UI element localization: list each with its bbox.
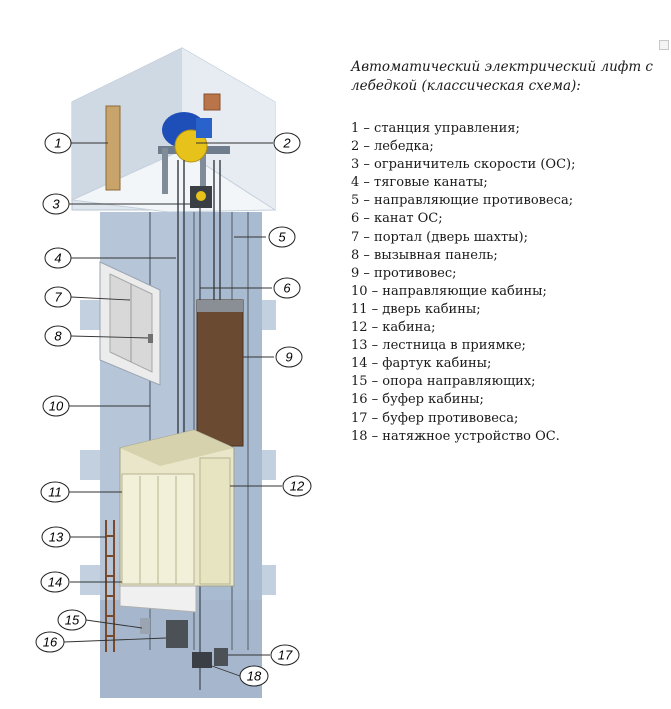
legend-item: 14 – фартук кабины; (351, 356, 492, 372)
winch (158, 112, 230, 194)
legend-item: 2 – лебедка; (351, 139, 434, 155)
legend-item: 15 – опора направляющих; (351, 374, 536, 390)
callout-9-label: 9 (285, 350, 292, 365)
callout-15-label: 15 (65, 613, 80, 628)
legend-item: 8 – вызывная панель; (351, 247, 498, 263)
callout-8-label: 8 (54, 329, 62, 344)
cabin-apron (119, 585, 197, 613)
rail-support (140, 618, 150, 634)
legend-item: 12 – кабина; (351, 320, 436, 336)
call-panel (148, 334, 153, 343)
speed-governor (190, 186, 212, 208)
leader-lines (63, 142, 282, 677)
callout-10: 10 (42, 395, 70, 417)
counterweight-buffer (214, 648, 228, 666)
callout-3-label: 3 (52, 197, 60, 212)
callout-7-label: 7 (54, 290, 62, 305)
callout-4: 4 (44, 247, 72, 269)
legend-item: 17 – буфер противовеса; (351, 410, 519, 426)
callout-4-label: 4 (54, 251, 61, 266)
legend-item: 9 – противовес; (351, 265, 457, 281)
legend-item: 10 – направляющие кабины; (351, 283, 547, 299)
callout-8: 8 (44, 325, 72, 347)
legend-title: Автоматический электрический лифт с лебе… (351, 59, 653, 94)
legend-list: 1 – станция управления; 2 – лебедка; 3 –… (351, 120, 661, 446)
callout-2: 2 (273, 132, 301, 154)
callout-9: 9 (275, 346, 303, 368)
callout-18-label: 18 (247, 669, 262, 684)
elevator-diagram: 1 2 3 4 5 6 7 8 9 10 11 12 13 14 15 16 1… (35, 47, 312, 698)
control-station (105, 105, 121, 191)
callout-12: 12 (282, 475, 312, 497)
callout-17-label: 17 (278, 648, 293, 663)
callout-13: 13 (41, 526, 71, 548)
legend: Автоматический электрический лифт с лебе… (351, 58, 661, 446)
callout-10-label: 10 (49, 399, 64, 414)
callout-6: 6 (273, 277, 301, 299)
legend-item: 7 – портал (дверь шахты); (351, 229, 528, 245)
corner-mark-icon (659, 40, 669, 50)
pit (105, 520, 228, 668)
callout-17: 17 (270, 644, 300, 666)
callout-18: 18 (239, 665, 269, 687)
callout-6-label: 6 (283, 281, 291, 296)
counterweight (196, 299, 244, 447)
cabin-buffer (166, 620, 188, 648)
callout-16: 16 (35, 631, 65, 653)
legend-item: 5 – направляющие противовеса; (351, 193, 574, 209)
legend-item: 13 – лестница в приямке; (351, 338, 526, 354)
hall-door-portal (99, 261, 161, 386)
machine-room (70, 47, 277, 213)
callout-7: 7 (44, 286, 72, 308)
callout-15: 15 (57, 609, 87, 631)
callout-3: 3 (42, 193, 70, 215)
machine-room-vent (203, 93, 221, 111)
callout-16-label: 16 (43, 635, 58, 650)
legend-item: 1 – станция управления; (351, 121, 520, 136)
callout-5-label: 5 (278, 230, 286, 245)
callout-2-label: 2 (282, 136, 291, 151)
legend-item: 4 – тяговые канаты; (351, 175, 488, 191)
legend-item: 3 – ограничитель скорости (ОС); (351, 157, 576, 173)
callout-14: 14 (40, 571, 70, 593)
callout-5: 5 (268, 226, 296, 248)
governor-tensioner (192, 652, 212, 668)
cabin (119, 429, 235, 613)
legend-item: 16 – буфер кабины; (351, 392, 484, 408)
callout-13-label: 13 (49, 530, 64, 545)
callout-11-label: 11 (48, 485, 62, 500)
callout-1-label: 1 (54, 136, 61, 151)
callout-14-label: 14 (48, 575, 62, 590)
callout-11: 11 (40, 481, 70, 503)
legend-item: 6 – канат ОС; (351, 211, 443, 227)
legend-item: 11 – дверь кабины; (351, 301, 481, 317)
callout-1: 1 (44, 132, 72, 154)
callout-12-label: 12 (290, 479, 305, 494)
legend-item: 18 – натяжное устройство ОС. (351, 428, 560, 444)
